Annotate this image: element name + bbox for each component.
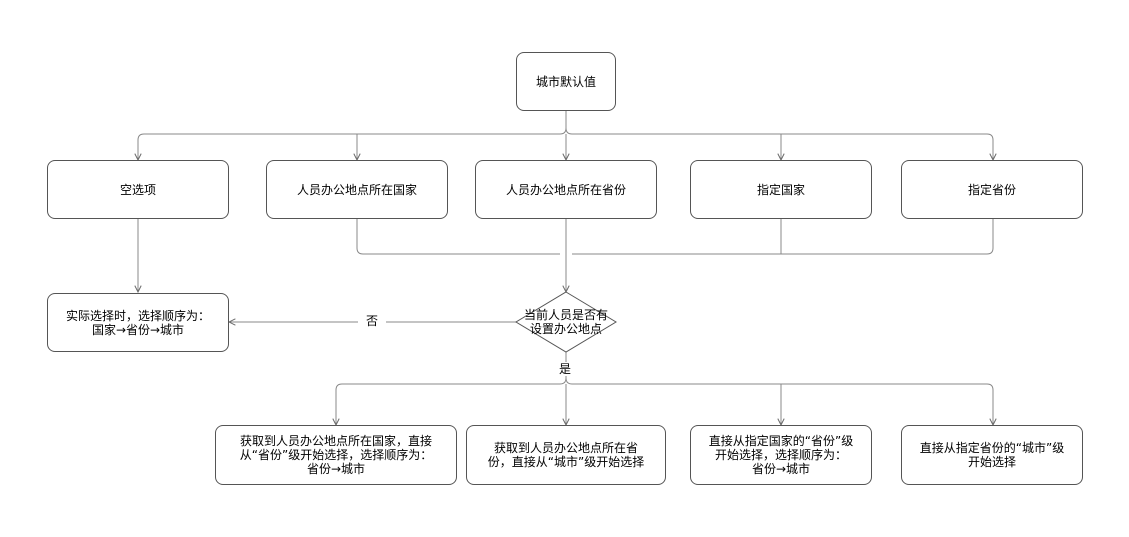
- option-label: 空选项: [119, 182, 156, 197]
- result-office-country: 获取到人员办公地点所在国家，直接 从“省份”级开始选择，选择顺序为： 省份→城市: [215, 425, 457, 485]
- result-line: 从“省份”级开始选择，选择顺序为：: [239, 448, 433, 462]
- result-line: 开始选择: [967, 455, 1016, 469]
- option-empty: 空选项: [47, 160, 229, 219]
- result-specified-province: 直接从指定省份的“城市”级 开始选择: [901, 425, 1083, 485]
- decision-line: 设置办公地点: [529, 322, 602, 336]
- result-empty: 实际选择时，选择顺序为： 国家→省份→城市: [47, 293, 229, 352]
- edge-merge-right: [572, 219, 994, 255]
- edge-root-bar-left: [138, 127, 567, 160]
- decision-line: 当前人员是否有: [523, 308, 608, 322]
- option-office-country: 人员办公地点所在国家: [266, 160, 448, 219]
- edge-merge-left: [356, 219, 560, 255]
- option-label: 指定国家: [756, 182, 805, 197]
- option-specified-province: 指定省份: [901, 160, 1083, 219]
- result-line: 开始选择，选择顺序为：: [714, 448, 847, 462]
- option-label: 人员办公地点所在省份: [505, 182, 626, 197]
- result-line: 直接从指定国家的“省份”级: [708, 434, 854, 448]
- result-specified-country: 直接从指定国家的“省份”级 开始选择，选择顺序为： 省份→城市: [690, 425, 872, 485]
- result-line: 直接从指定省份的“城市”级: [919, 441, 1065, 455]
- result-line: 国家→省份→城市: [91, 322, 185, 337]
- option-label: 人员办公地点所在国家: [296, 182, 417, 197]
- option-office-province: 人员办公地点所在省份: [475, 160, 657, 219]
- edge-root-bar-right: [565, 127, 993, 160]
- edge-yes-bar-left: [336, 377, 567, 425]
- decision-diamond: [515, 291, 617, 353]
- result-line: 获取到人员办公地点所在省: [493, 441, 638, 455]
- result-line: 实际选择时，选择顺序为：: [65, 308, 210, 323]
- root-label: 城市默认值: [535, 74, 596, 89]
- result-line: 省份→城市: [306, 462, 366, 476]
- decision-label: 当前人员是否有 设置办公地点: [506, 308, 626, 336]
- result-line: 获取到人员办公地点所在国家，直接: [239, 434, 432, 448]
- result-office-province: 获取到人员办公地点所在省 份，直接从“城市”级开始选择: [466, 425, 666, 485]
- edge-yes-bar-right: [565, 377, 993, 425]
- edge-label-no: 否: [358, 314, 386, 328]
- edge-label-yes: 是: [553, 362, 577, 376]
- option-specified-country: 指定国家: [690, 160, 872, 219]
- option-label: 指定省份: [967, 182, 1016, 197]
- root-node: 城市默认值: [516, 52, 616, 111]
- result-line: 份，直接从“城市”级开始选择: [487, 455, 645, 469]
- result-line: 省份→城市: [751, 462, 811, 476]
